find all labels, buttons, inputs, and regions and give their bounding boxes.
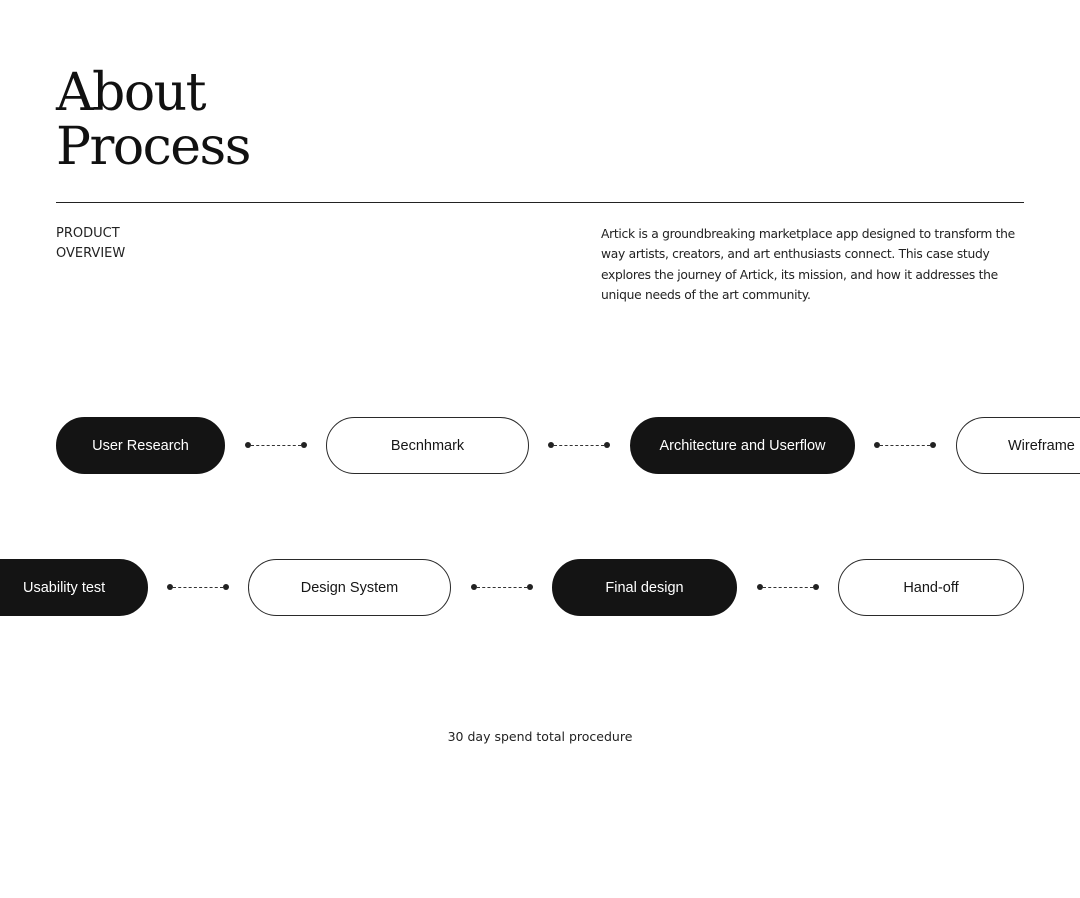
section-label-overview: OVERVIEW [56, 246, 126, 261]
connector-dot [604, 442, 610, 448]
connector-dot [548, 442, 554, 448]
section-label: PRODUCT OVERVIEW [56, 224, 125, 264]
connector-dot [813, 584, 819, 590]
title-line-about: About [56, 63, 207, 123]
connector-line [880, 444, 930, 446]
step-wireframe[interactable]: Wireframe [956, 417, 1080, 474]
connector-line [173, 586, 223, 588]
step-benchmark[interactable]: Becnhmark [326, 417, 529, 474]
connector-dot [471, 584, 477, 590]
connector-dot [223, 584, 229, 590]
section-label-product: PRODUCT [56, 226, 120, 241]
step-connector [471, 584, 533, 592]
step-connector [874, 442, 936, 450]
step-final-design[interactable]: Final design [552, 559, 737, 616]
connector-dot [874, 442, 880, 448]
title-line-process: Process [56, 117, 251, 177]
connector-dot [245, 442, 251, 448]
connector-dot [167, 584, 173, 590]
connector-dot [301, 442, 307, 448]
connector-dot [527, 584, 533, 590]
step-user-research[interactable]: User Research [56, 417, 225, 474]
step-connector [245, 442, 307, 450]
product-description: Artick is a groundbreaking marketplace a… [601, 227, 1015, 302]
step-hand-off[interactable]: Hand-off [838, 559, 1024, 616]
step-connector [757, 584, 819, 592]
step-connector [167, 584, 229, 592]
step-design-system[interactable]: Design System [248, 559, 451, 616]
duration-note: 30 day spend total procedure [447, 729, 633, 744]
step-architecture-userflow[interactable]: Architecture and Userflow [630, 417, 855, 474]
connector-dot [930, 442, 936, 448]
step-usability-test[interactable]: Usability test [0, 559, 148, 616]
connector-line [477, 586, 527, 588]
connector-line [763, 586, 813, 588]
connector-line [251, 444, 301, 446]
header-divider [56, 202, 1024, 203]
step-connector [548, 442, 610, 450]
connector-dot [757, 584, 763, 590]
connector-line [554, 444, 604, 446]
page-title: About Process [56, 63, 251, 177]
